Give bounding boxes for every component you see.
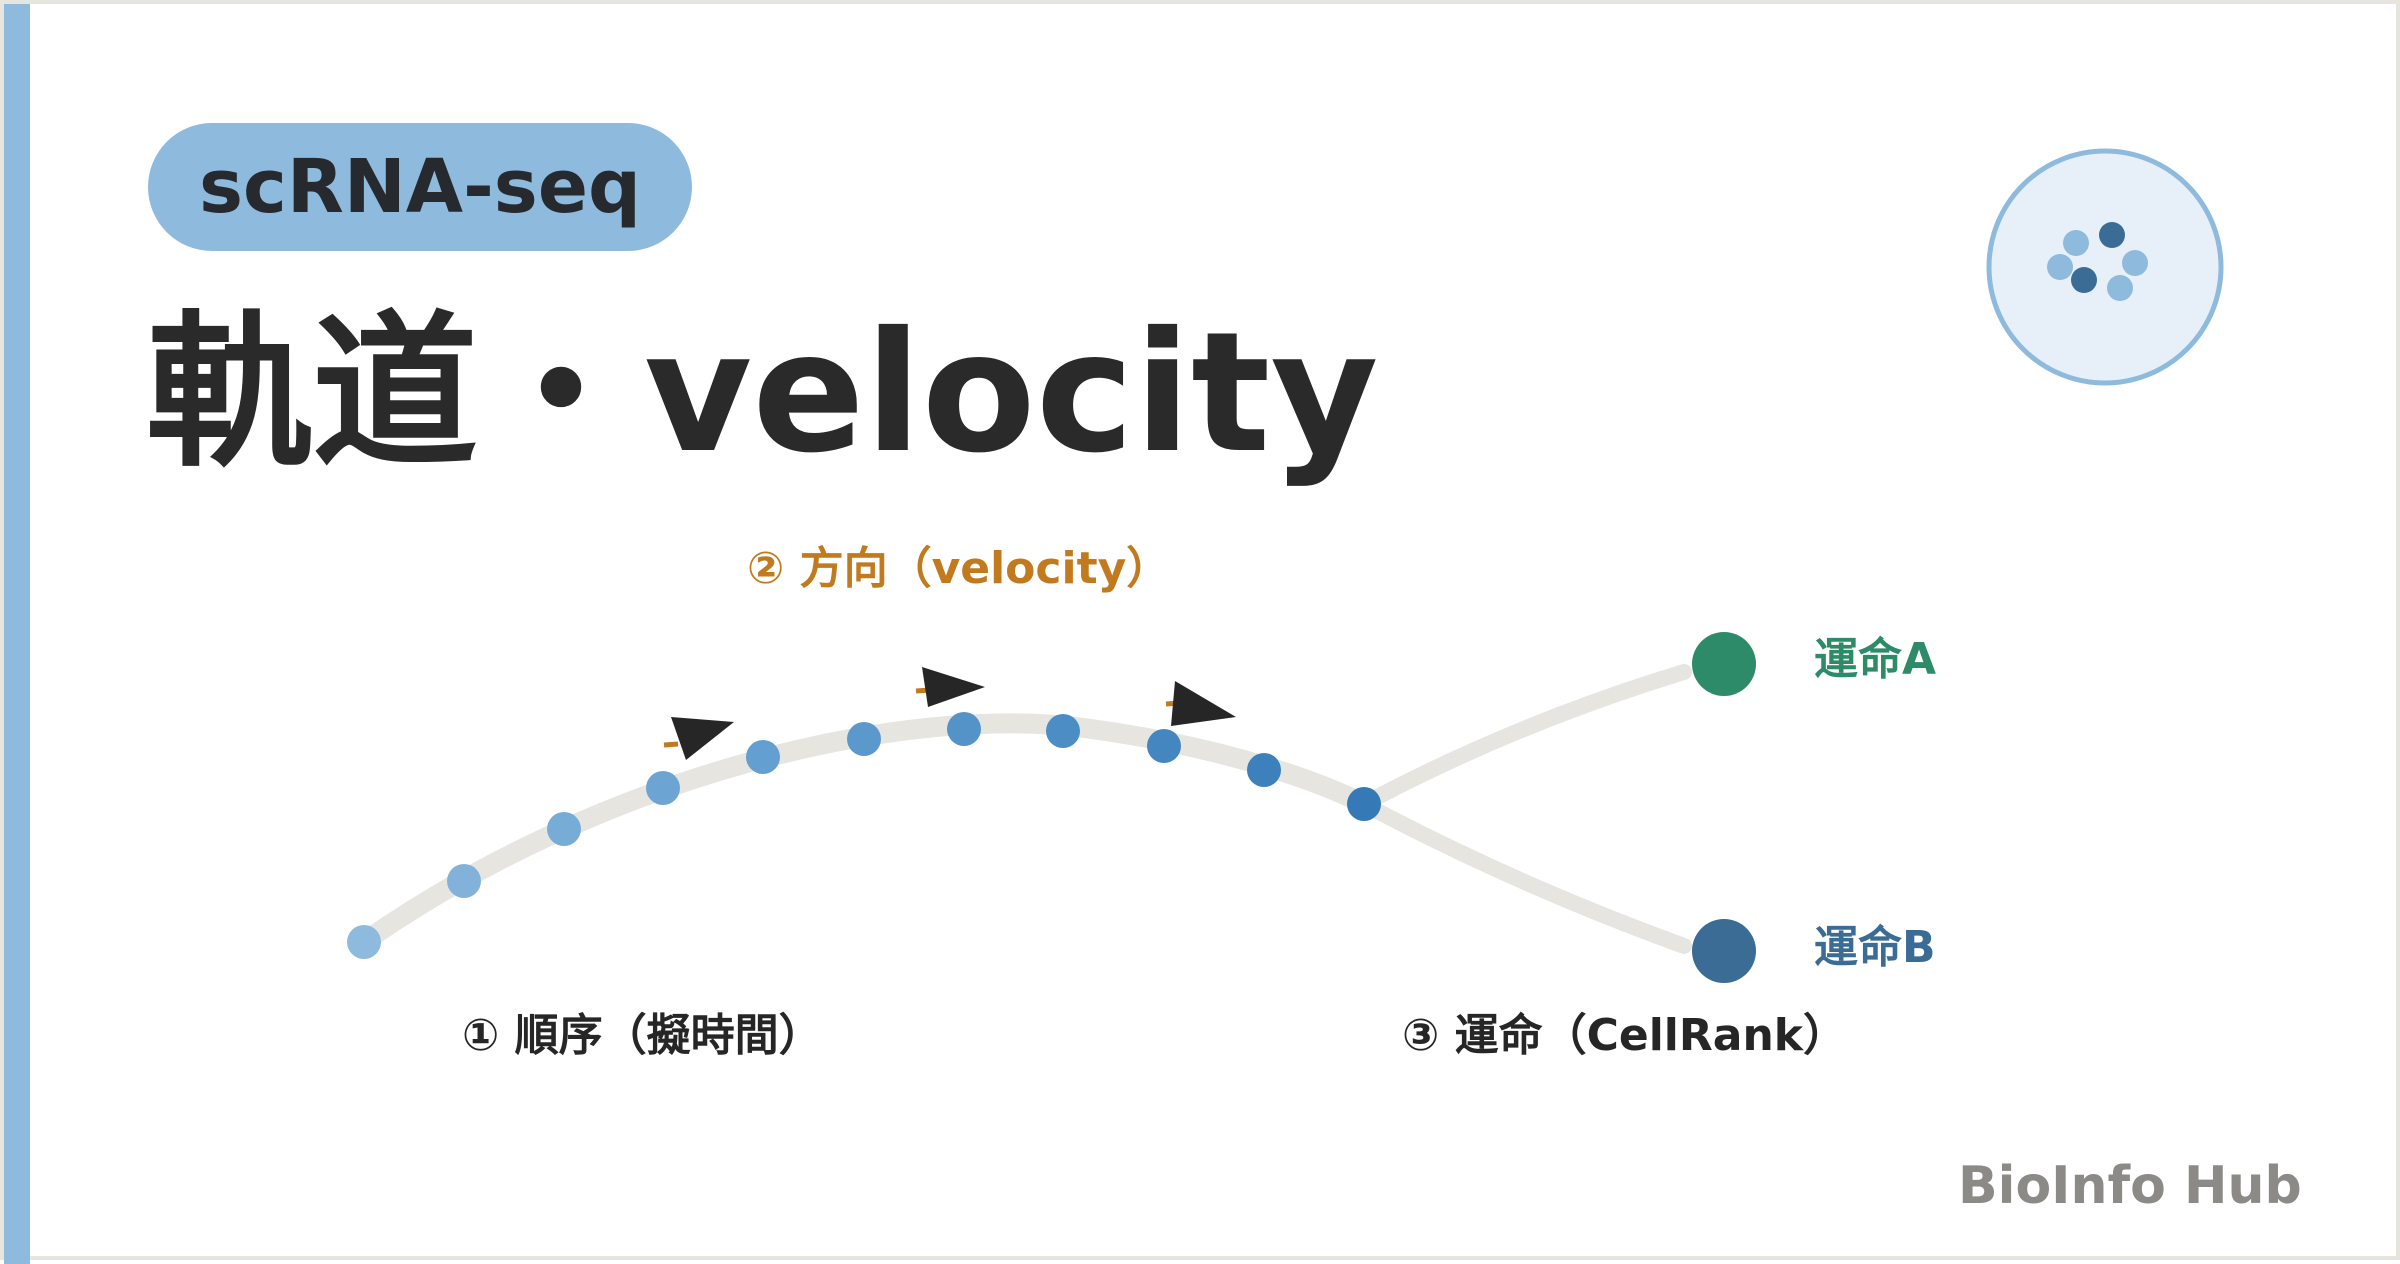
cell-point xyxy=(347,925,381,959)
fate-b-label: 運命B xyxy=(1814,922,1936,973)
fate-analysis-label: ③ 運命（CellRank） xyxy=(1402,1010,1847,1061)
velocity-tick xyxy=(663,741,679,748)
cell-point xyxy=(1347,787,1381,821)
trajectory-path xyxy=(354,713,1374,952)
velocity-label: ② 方向（velocity） xyxy=(747,543,1170,594)
brand-footer: BioInfo Hub xyxy=(1958,1156,2302,1216)
cell-point xyxy=(1147,729,1181,763)
cell-point xyxy=(1046,714,1080,748)
cell-point xyxy=(1247,753,1281,787)
cell-point xyxy=(947,712,981,746)
category-tag: scRNA-seq xyxy=(148,123,692,251)
accent-bar xyxy=(4,4,30,1264)
cell-point xyxy=(547,812,581,846)
branch-path-a xyxy=(1356,664,1692,812)
page-title: 軌道・velocity xyxy=(146,297,1379,490)
cell-point xyxy=(746,740,780,774)
velocity-arrows xyxy=(663,667,1236,760)
fate-b-node xyxy=(1692,919,1756,983)
pseudotime-label: ① 順序（擬時間） xyxy=(462,1010,823,1061)
cell-cluster-icon xyxy=(1986,148,2224,386)
cell-points xyxy=(347,712,1381,959)
fate-a-label: 運命A xyxy=(1814,634,1936,685)
velocity-arrow xyxy=(1171,681,1236,726)
fate-a-node xyxy=(1692,632,1756,696)
trajectory-diagram: ② 方向（velocity） ① 順序（擬時間） ③ 運命（CellRank） … xyxy=(347,148,2224,1061)
cell-point xyxy=(847,722,881,756)
branch-path-b xyxy=(1356,796,1692,954)
velocity-arrow xyxy=(671,717,734,760)
cell-point xyxy=(447,864,481,898)
cell-point xyxy=(646,771,680,805)
velocity-arrow xyxy=(922,667,985,707)
